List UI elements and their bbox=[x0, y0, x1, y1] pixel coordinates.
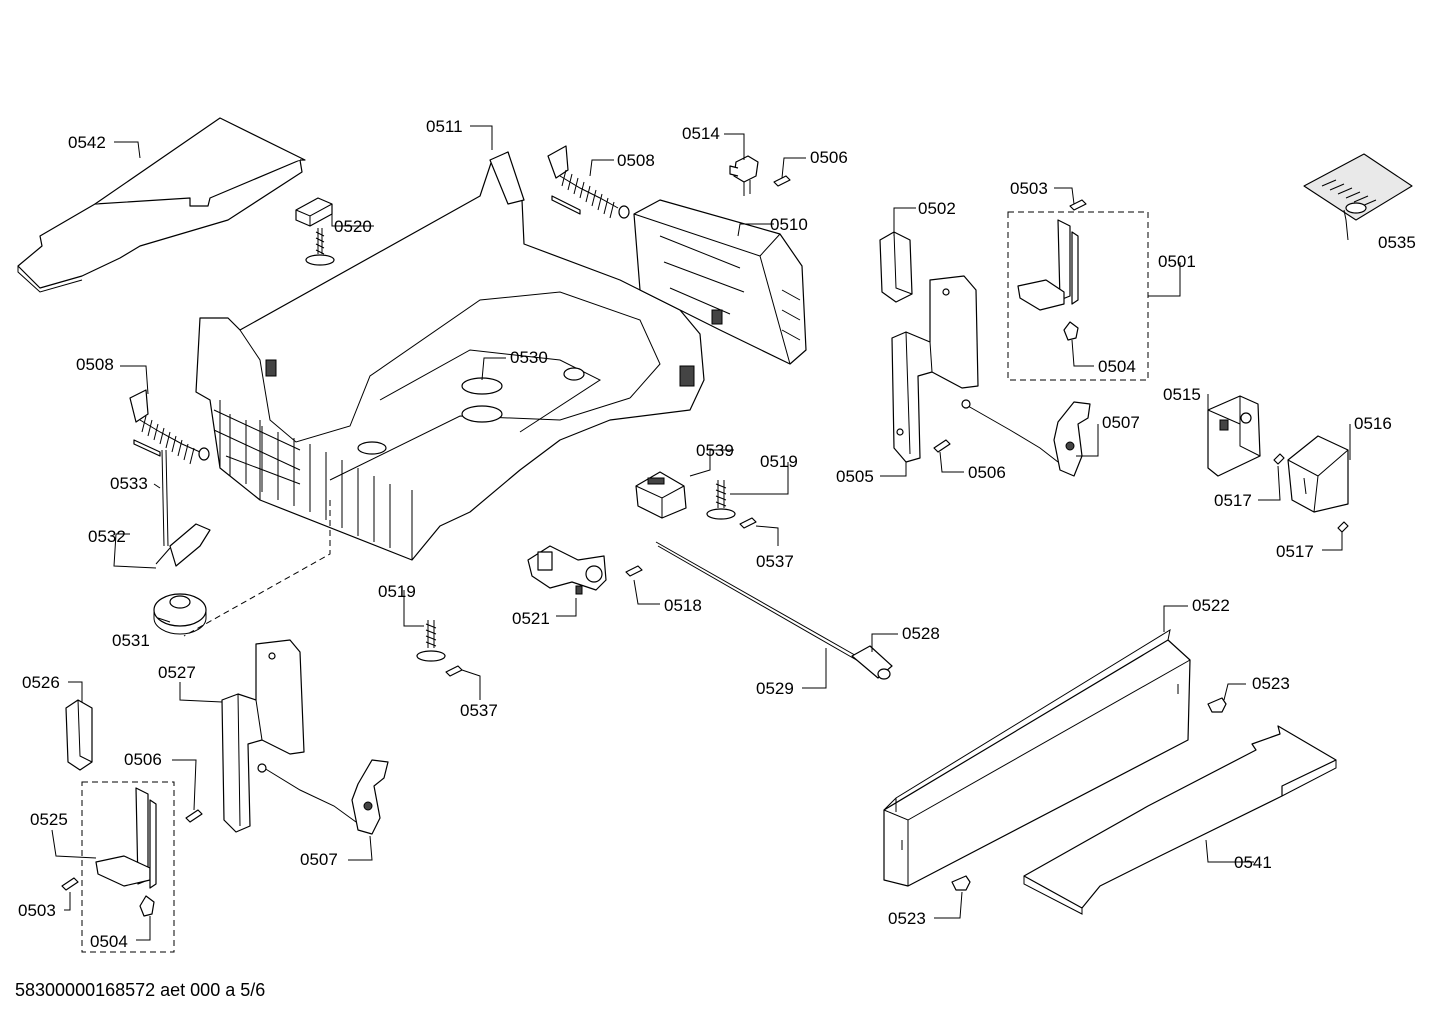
part-0505-bracket bbox=[891, 275, 979, 463]
part-0507-sensor-left bbox=[257, 759, 389, 835]
callout-0506-top: 0506 bbox=[810, 148, 848, 167]
callout-0507-left: 0507 bbox=[300, 850, 338, 869]
callout-0522: 0522 bbox=[1192, 596, 1230, 615]
part-0517-screw-a bbox=[1273, 453, 1285, 465]
document-reference: 58300000168572 aet 000 a 5/6 bbox=[15, 980, 266, 1000]
part-0518-screw bbox=[625, 565, 643, 577]
part-0503-screw-bottom bbox=[61, 877, 79, 891]
part-0542-cover-plate bbox=[17, 117, 306, 293]
part-0514-valve bbox=[729, 155, 759, 196]
callout-0521: 0521 bbox=[512, 609, 550, 628]
part-0539-pump bbox=[635, 471, 687, 519]
callout-0523-top: 0523 bbox=[1252, 674, 1290, 693]
part-0515-bracket-box bbox=[1207, 395, 1261, 477]
part-0516-cover-cap bbox=[1287, 435, 1349, 513]
callout-0518: 0518 bbox=[664, 596, 702, 615]
callout-0511: 0511 bbox=[426, 117, 463, 136]
part-0525-bracket-group bbox=[81, 781, 175, 953]
callout-0533: 0533 bbox=[110, 474, 148, 493]
part-0502-clip bbox=[879, 231, 913, 303]
part-0506-screw-mid bbox=[933, 439, 951, 453]
part-0529-rod bbox=[655, 541, 861, 663]
part-0508-spring-top bbox=[547, 145, 630, 219]
callout-0542: 0542 bbox=[68, 133, 106, 152]
callout-0506-mid: 0506 bbox=[968, 463, 1006, 482]
callout-0517-b: 0517 bbox=[1276, 542, 1314, 561]
callout-0502: 0502 bbox=[918, 199, 956, 218]
callout-0525: 0525 bbox=[30, 810, 68, 829]
part-0522-front-panel bbox=[883, 628, 1191, 887]
callout-0519-left: 0519 bbox=[378, 582, 416, 601]
callout-0507-right: 0507 bbox=[1102, 413, 1140, 432]
callout-0506-bottom: 0506 bbox=[124, 750, 162, 769]
part-0523-screw-bottom bbox=[951, 875, 971, 891]
callout-0523-bottom: 0523 bbox=[888, 909, 926, 928]
part-0507-sensor-right bbox=[961, 399, 1091, 477]
part-0508-spring-left bbox=[129, 389, 210, 465]
callout-0528: 0528 bbox=[902, 624, 940, 643]
callout-0531: 0531 bbox=[112, 631, 150, 650]
callout-0541: 0541 bbox=[1234, 853, 1272, 872]
part-0519-foot-mid bbox=[706, 480, 736, 520]
part-0528-plug bbox=[851, 645, 893, 680]
part-0501-bracket-group bbox=[1007, 211, 1149, 381]
part-0503-screw-top bbox=[1069, 199, 1087, 211]
callout-0508-left: 0508 bbox=[76, 355, 114, 374]
callout-0514: 0514 bbox=[682, 124, 720, 143]
callout-0515: 0515 bbox=[1163, 385, 1201, 404]
callout-0501: 0501 bbox=[1158, 252, 1196, 271]
part-0537-screw-left bbox=[445, 665, 463, 677]
part-0520-block-screw bbox=[295, 197, 335, 266]
callout-0508-top: 0508 bbox=[617, 151, 655, 170]
callout-0503-bottom: 0503 bbox=[18, 901, 56, 920]
callout-0535: 0535 bbox=[1378, 233, 1416, 252]
callout-0537-mid: 0537 bbox=[756, 552, 794, 571]
callout-0529: 0529 bbox=[756, 679, 794, 698]
part-0537-screw-mid bbox=[739, 517, 757, 529]
callout-0504-bottom: 0504 bbox=[90, 932, 128, 951]
part-0510-control-module bbox=[633, 199, 807, 365]
part-0506-screw-bottom bbox=[185, 809, 203, 823]
part-0527-bracket bbox=[221, 639, 305, 833]
callout-0510: 0510 bbox=[770, 215, 808, 234]
part-0533-rod bbox=[161, 449, 169, 547]
callout-0539: 0539 bbox=[696, 441, 734, 460]
callout-0519-mid: 0519 bbox=[760, 452, 798, 471]
leader-lines bbox=[51, 125, 1351, 941]
callout-0516: 0516 bbox=[1354, 414, 1392, 433]
callout-labels: 0542 0511 0514 0506 0508 0520 0510 0502 … bbox=[18, 117, 1416, 951]
part-0535-parts-bag bbox=[1303, 153, 1413, 221]
part-0523-screw-top bbox=[1207, 697, 1227, 713]
callout-0527: 0527 bbox=[158, 663, 196, 682]
callout-0505: 0505 bbox=[836, 467, 874, 486]
callout-0532: 0532 bbox=[88, 527, 126, 546]
callout-0503-top: 0503 bbox=[1010, 179, 1048, 198]
part-0517-screw-b bbox=[1337, 521, 1349, 533]
part-0521-water-valve bbox=[527, 545, 607, 595]
callout-0530: 0530 bbox=[510, 348, 548, 367]
callout-0520: 0520 bbox=[334, 217, 372, 236]
callout-0504-top: 0504 bbox=[1098, 357, 1136, 376]
part-0511-base-tub bbox=[195, 151, 705, 561]
part-0519-foot-left bbox=[416, 620, 446, 662]
part-0532-bracket bbox=[155, 523, 211, 567]
part-0526-clip bbox=[65, 699, 93, 771]
callout-0526: 0526 bbox=[22, 673, 60, 692]
part-0541-kick-plate bbox=[1023, 725, 1337, 915]
part-0531-float bbox=[153, 593, 207, 635]
callout-0537-left: 0537 bbox=[460, 701, 498, 720]
callout-0517-a: 0517 bbox=[1214, 491, 1252, 510]
